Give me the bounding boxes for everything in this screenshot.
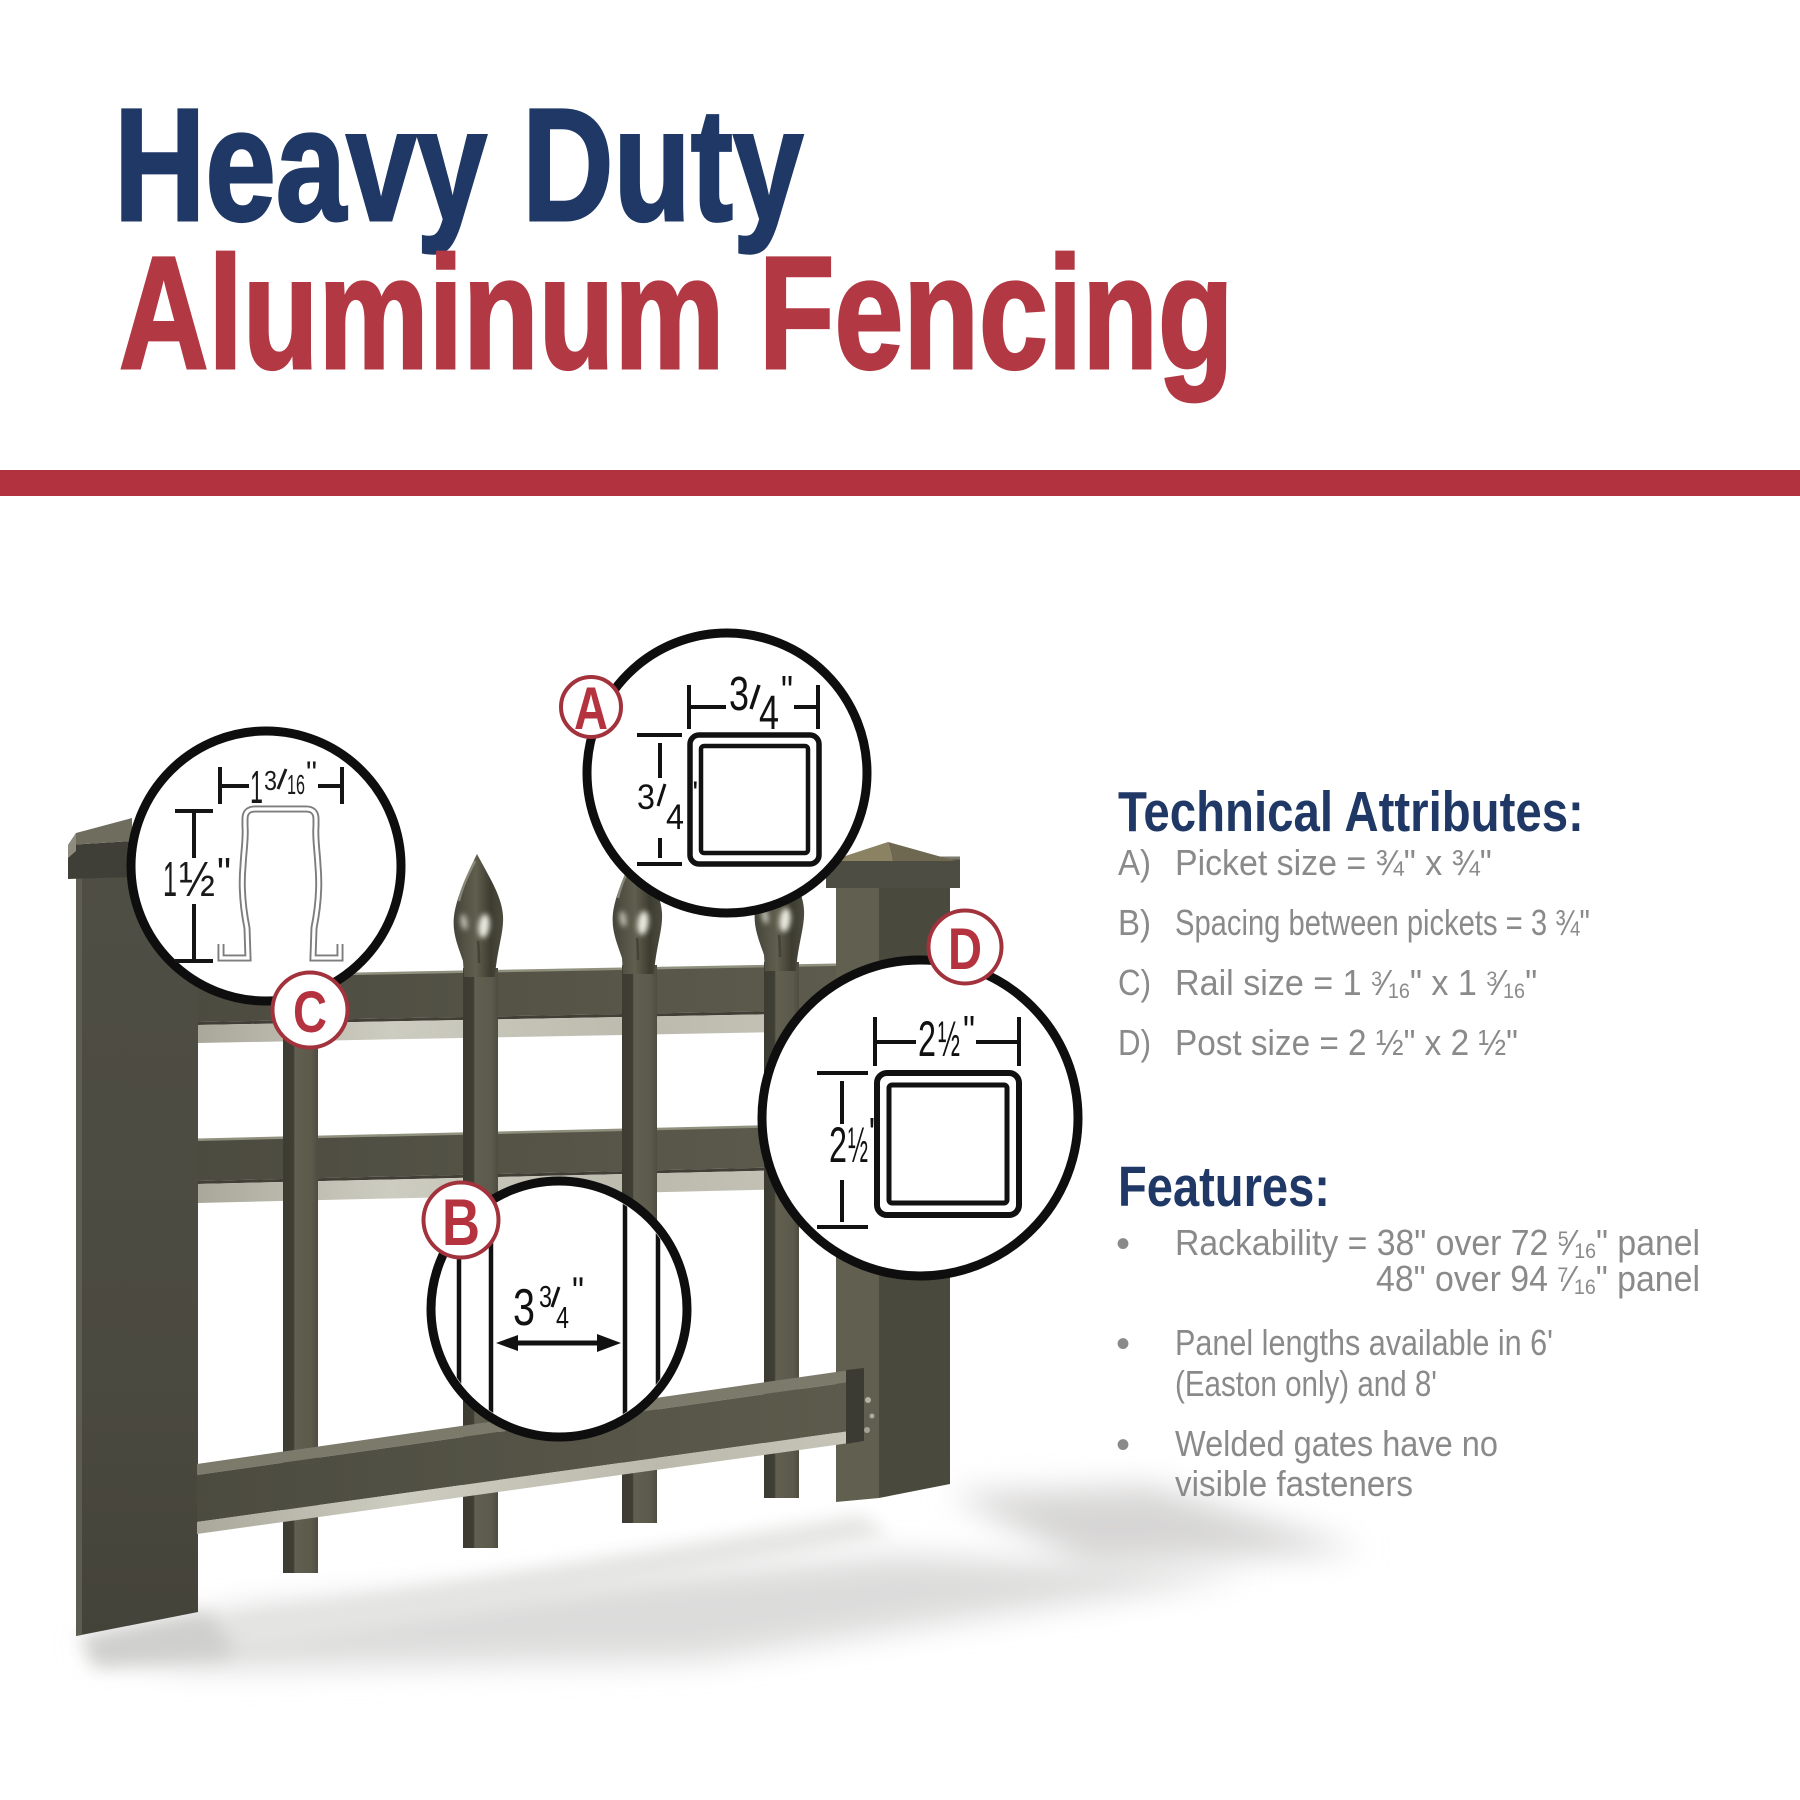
svg-text:4: 4 (759, 687, 779, 740)
svg-text:3: 3 (637, 778, 655, 817)
svg-text:1: 1 (163, 853, 177, 907)
svg-text:C: C (293, 980, 327, 1045)
svg-text:3: 3 (264, 765, 277, 796)
svg-text:3: 3 (513, 1279, 535, 1337)
svg-text:": " (572, 1270, 584, 1314)
svg-text:16: 16 (287, 769, 305, 800)
svg-text:4: 4 (666, 798, 684, 837)
svg-text:2: 2 (918, 1011, 936, 1067)
svg-text:": " (306, 755, 317, 791)
svg-text:½: ½ (848, 1117, 868, 1173)
svg-text:3: 3 (729, 668, 749, 721)
svg-text:": " (963, 1007, 975, 1056)
svg-text:": " (217, 849, 231, 898)
svg-text:A: A (574, 675, 608, 742)
svg-text:½: ½ (179, 853, 215, 907)
svg-text:": " (687, 775, 698, 811)
svg-text:": " (781, 667, 793, 716)
svg-text:4: 4 (556, 1300, 569, 1335)
svg-text:1: 1 (250, 761, 263, 813)
svg-text:B: B (442, 1185, 480, 1259)
svg-text:½: ½ (938, 1011, 960, 1067)
svg-text:2: 2 (829, 1117, 847, 1173)
svg-text:": " (869, 1109, 881, 1158)
svg-text:D: D (948, 917, 982, 982)
svg-text:3: 3 (539, 1279, 552, 1314)
